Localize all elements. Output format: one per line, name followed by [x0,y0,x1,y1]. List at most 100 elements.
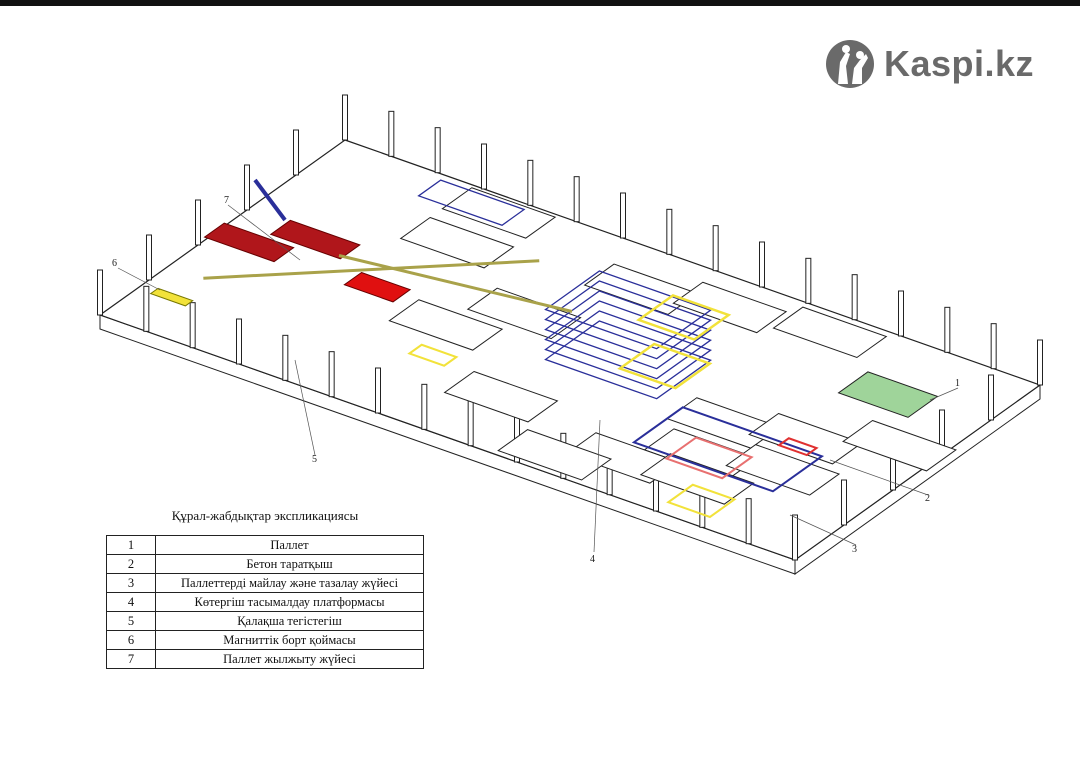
column [97,269,103,316]
legend-number: 5 [106,611,156,631]
pallet [441,187,557,239]
pallet-moving-rail [338,254,573,313]
top-bar [0,0,1080,6]
column [1037,339,1043,386]
column [388,110,395,157]
pallet-oiling-cleaning-system [664,436,754,480]
callout-3: 3 [852,544,857,555]
cleaning-frame [666,483,737,519]
column [328,351,335,398]
legend-label: Бетон таратқыш [155,554,424,574]
column [481,143,487,190]
pallet [748,412,863,465]
equipment [149,178,957,519]
legend-number: 1 [106,535,156,555]
kaspi-logo-text: Kaspi.kz [884,43,1035,84]
lift-platform-rack [544,270,712,350]
column [375,367,381,414]
column [573,176,580,223]
red-pallet [343,271,412,303]
column [745,498,752,545]
lift-platform-rack [544,290,712,370]
column [620,192,626,239]
pallet-heating-frame [417,179,526,226]
column [293,129,299,176]
trowel-frame [407,343,459,367]
callout-leader-line [227,204,301,261]
column [236,318,242,365]
column [944,306,951,353]
kaspi-logo: Kaspi.kz [826,40,1034,88]
legend-title: Құрал-жабдықтар экспликациясы [171,508,359,523]
column [712,225,719,272]
callout-leader-line [829,459,929,496]
legend-number: 6 [106,630,156,650]
callout-leader-line [789,514,857,546]
kaspi-logo-icon [826,40,874,88]
legend-label: Көтергіш тасымалдау платформасы [155,592,424,612]
callout-6: 6 [112,258,117,269]
conveyor-arm [253,178,287,222]
column [244,164,250,211]
column [851,274,858,321]
column [146,234,152,281]
concrete-distributor-gantry [631,406,825,493]
lift-transfer-platform [617,342,713,390]
pallet-highlighted [837,371,939,418]
callout-leader-line [593,419,601,553]
callout-1: 1 [955,378,960,389]
legend-label: Паллет [155,535,424,555]
column [988,374,994,421]
column [666,208,673,255]
column [759,241,765,288]
pallet [399,216,515,269]
column [421,383,428,430]
magnetic-board-storage [203,222,295,263]
concrete-distributor [776,437,819,457]
column [467,400,474,447]
pallet [639,453,755,505]
pallet [388,299,504,351]
column [805,257,812,304]
legend-number: 7 [106,649,156,669]
legend-number: 2 [106,554,156,574]
legend-number: 4 [106,592,156,612]
column [143,285,150,332]
pallet [443,370,559,423]
column [792,514,798,561]
legend-label: Қалақша тегістегіш [155,611,424,631]
legend-number: 3 [106,573,156,593]
column [434,127,441,174]
pallet [497,429,613,481]
callout-5: 5 [312,454,317,465]
column [342,94,348,141]
column [189,302,196,349]
legend-label: Паллеттерді майлау және тазалау жүйесі [155,573,424,593]
callout-2: 2 [925,493,930,504]
pallet-moving-rail [203,259,540,280]
callout-4: 4 [590,554,595,565]
callout-leader-line [294,359,316,456]
pallet [672,281,788,334]
magnetic-board-storage [269,219,361,260]
lift-transfer-platform [636,294,732,341]
legend-label: Магниттік борт қоймасы [155,630,424,650]
callout-leader-line [117,267,161,291]
column [527,159,534,206]
callouts: 7 6 5 4 3 2 1 [112,195,960,565]
column [282,334,289,381]
callout-leader-line [929,387,959,401]
pallet [772,306,888,359]
callout-7: 7 [224,195,229,206]
legend-label: Паллет жылжыту жүйесі [155,649,424,669]
pallet [842,419,957,472]
